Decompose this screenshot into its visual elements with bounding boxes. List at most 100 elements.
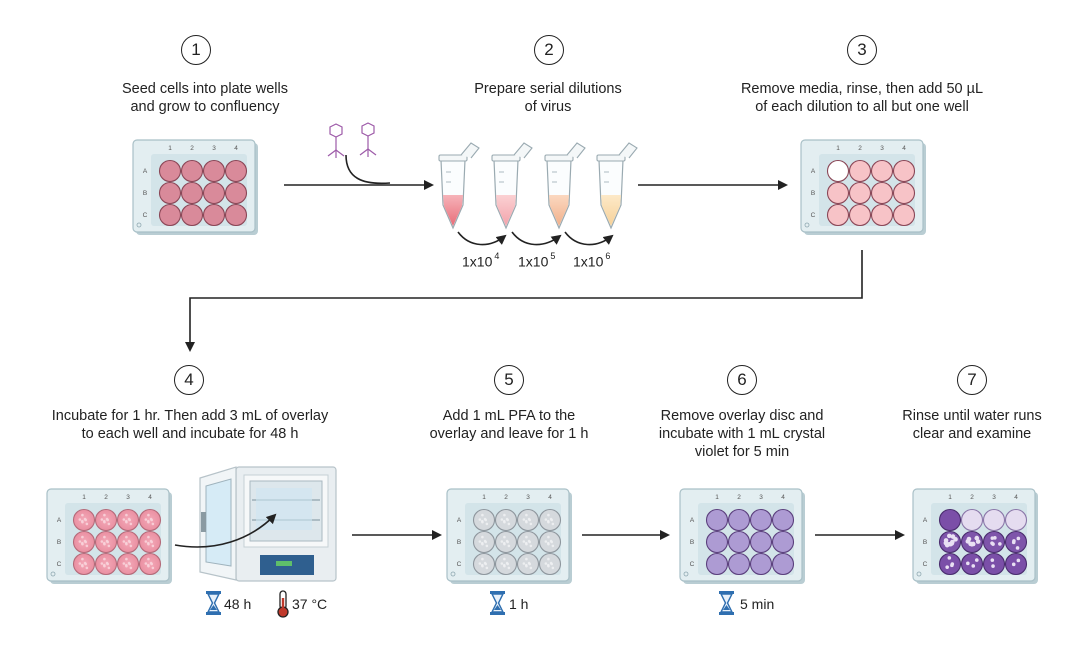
plate-well bbox=[538, 552, 562, 576]
column-label: 4 bbox=[902, 145, 906, 152]
caption-line: clear and examine bbox=[912, 426, 1032, 442]
column-label: 3 bbox=[759, 494, 763, 501]
column-label: 2 bbox=[104, 494, 108, 501]
column-label: 4 bbox=[148, 494, 152, 501]
plate-well bbox=[771, 508, 795, 532]
row-label: B bbox=[143, 190, 147, 197]
column-label: 1 bbox=[82, 494, 86, 501]
plate-well bbox=[938, 508, 962, 532]
plate-well bbox=[116, 508, 140, 532]
row-label: B bbox=[57, 539, 61, 546]
step-caption-5: Add 1 mL PFA to the overlay and leave fo… bbox=[399, 407, 619, 443]
plate-well bbox=[180, 181, 204, 205]
plate-well bbox=[158, 181, 182, 205]
step-number-2: 2 bbox=[534, 35, 564, 65]
column-label: 1 bbox=[482, 494, 486, 501]
plate-well bbox=[516, 508, 540, 532]
plate-well bbox=[224, 159, 248, 183]
thermometer-icon bbox=[277, 590, 289, 618]
dilution-base: 1x10 bbox=[462, 253, 493, 270]
plate-well bbox=[892, 181, 916, 205]
plate-well bbox=[516, 530, 540, 554]
temperature-37c: 37 °C bbox=[292, 596, 328, 612]
plate-well bbox=[982, 552, 1006, 576]
step-number-5: 5 bbox=[494, 365, 524, 395]
plate-well bbox=[494, 508, 518, 532]
plate-well bbox=[848, 181, 872, 205]
row-label: C bbox=[57, 561, 62, 568]
plate-well bbox=[705, 508, 729, 532]
row-label: B bbox=[457, 539, 461, 546]
dilution-exponent: 4 bbox=[494, 251, 500, 261]
row-label: A bbox=[57, 517, 62, 524]
column-label: 1 bbox=[168, 145, 172, 152]
plate-well bbox=[870, 181, 894, 205]
plate-well bbox=[224, 203, 248, 227]
hourglass-icon bbox=[490, 591, 505, 615]
plate-well bbox=[749, 552, 773, 576]
row-label: A bbox=[923, 517, 928, 524]
plate-well bbox=[938, 552, 962, 576]
row-label: C bbox=[923, 561, 928, 568]
timer-1h: 1 h bbox=[509, 596, 529, 612]
plate-well bbox=[727, 508, 751, 532]
caption-line: of each dilution to all but one well bbox=[755, 99, 969, 115]
arrow-3-4 bbox=[185, 250, 863, 352]
column-label: 4 bbox=[1014, 494, 1018, 501]
step-caption-7: Rinse until water runs clear and examine bbox=[862, 407, 1080, 443]
plate-well bbox=[705, 552, 729, 576]
plate-well bbox=[180, 159, 204, 183]
plate-well bbox=[116, 552, 140, 576]
column-label: 2 bbox=[970, 494, 974, 501]
plate-well bbox=[538, 530, 562, 554]
column-label: 3 bbox=[992, 494, 996, 501]
column-label: 2 bbox=[858, 145, 862, 152]
step-number-1: 1 bbox=[181, 35, 211, 65]
hourglass-icon bbox=[206, 591, 221, 615]
caption-line: of virus bbox=[524, 99, 572, 115]
column-label: 1 bbox=[948, 494, 952, 501]
plate-well bbox=[892, 203, 916, 227]
caption-line: Add 1 mL PFA to the bbox=[442, 408, 576, 424]
plate-well bbox=[494, 530, 518, 554]
column-label: 4 bbox=[548, 494, 552, 501]
caption-line: Remove media, rinse, then add 50 µL bbox=[740, 81, 984, 97]
column-label: 4 bbox=[234, 145, 238, 152]
plate-well bbox=[202, 159, 226, 183]
plate-well bbox=[771, 552, 795, 576]
row-label: B bbox=[811, 190, 815, 197]
row-label: A bbox=[690, 517, 695, 524]
hourglass-icon bbox=[719, 591, 734, 615]
row-label: C bbox=[811, 212, 816, 219]
plate-well bbox=[749, 508, 773, 532]
plate-well bbox=[1004, 552, 1028, 576]
column-label: 3 bbox=[526, 494, 530, 501]
column-label: 3 bbox=[880, 145, 884, 152]
plate-well bbox=[138, 530, 162, 554]
tube-1 bbox=[438, 142, 480, 230]
plate-well bbox=[982, 530, 1006, 554]
dilution-base: 1x10 bbox=[573, 253, 604, 270]
row-label: C bbox=[690, 561, 695, 568]
plate-well bbox=[202, 181, 226, 205]
tube-3 bbox=[544, 142, 586, 230]
plate-well bbox=[538, 508, 562, 532]
plate-well bbox=[960, 508, 984, 532]
plate-well bbox=[826, 203, 850, 227]
plate-well bbox=[180, 203, 204, 227]
plate-well bbox=[472, 552, 496, 576]
caption-line: violet for 5 min bbox=[694, 444, 790, 460]
plate-well bbox=[158, 159, 182, 183]
column-label: 2 bbox=[190, 145, 194, 152]
row-label: A bbox=[457, 517, 462, 524]
column-label: 3 bbox=[212, 145, 216, 152]
tube-2 bbox=[491, 142, 533, 230]
plate-well bbox=[749, 530, 773, 554]
caption-line: overlay and leave for 1 h bbox=[429, 426, 589, 442]
